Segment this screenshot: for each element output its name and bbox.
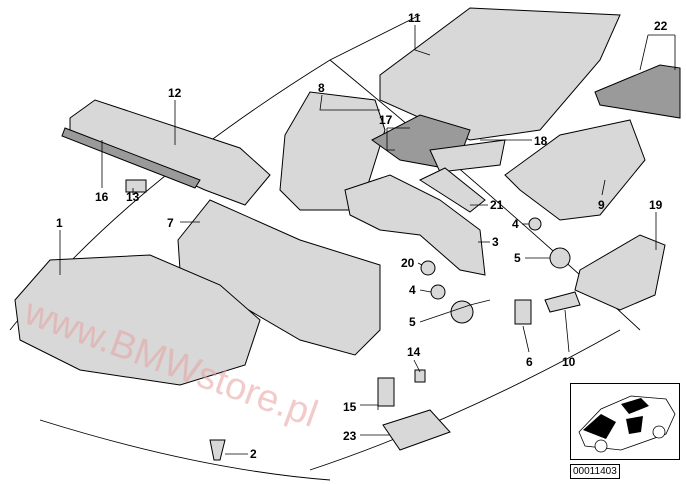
callout-4: 4 <box>512 217 519 231</box>
callout-10: 10 <box>562 355 576 369</box>
part-13-pad <box>125 179 147 193</box>
callout-5: 5 <box>514 251 521 265</box>
callout-23: 23 <box>343 429 357 443</box>
callout-8: 8 <box>318 81 325 95</box>
callout-2: 2 <box>250 447 257 461</box>
callout-7: 7 <box>167 216 174 230</box>
callout-18: 18 <box>534 134 548 148</box>
part-3-bulkhead-insulation <box>344 174 486 276</box>
car-location-inset <box>570 383 680 460</box>
callout-12: 12 <box>168 86 182 100</box>
part-22-strip <box>594 64 681 119</box>
part-20-plug <box>420 260 436 276</box>
callout-13: 13 <box>126 190 140 204</box>
callout-5-lower: 5 <box>409 315 416 329</box>
callout-17: 17 <box>379 113 393 127</box>
callout-4-lower: 4 <box>409 283 416 297</box>
callout-6: 6 <box>526 355 533 369</box>
diagram-code: 00011403 <box>570 464 620 479</box>
callout-20: 20 <box>401 256 415 270</box>
part-5-grommet <box>549 247 571 269</box>
part-23-mat <box>382 409 451 451</box>
callout-3: 3 <box>492 235 499 249</box>
part-14-clip <box>414 369 426 383</box>
callout-1: 1 <box>56 216 63 230</box>
callout-16: 16 <box>95 190 109 204</box>
leader-lines <box>59 25 676 455</box>
part-1-hood-insulation <box>14 254 261 386</box>
part-5-grommet-lower <box>450 300 474 324</box>
callout-labels: 11 22 12 8 17 18 16 13 7 1 21 9 19 4 3 5… <box>56 11 668 461</box>
part-8-door-insulation <box>279 91 386 211</box>
part-21-panel <box>418 167 486 213</box>
part-4-grommet-lower <box>430 284 446 300</box>
callout-14: 14 <box>407 345 421 359</box>
part-19-floor-insulation <box>574 234 666 311</box>
callout-11: 11 <box>408 11 421 25</box>
car-location-icon <box>578 395 676 453</box>
part-9-tunnel-insulation <box>504 119 646 221</box>
callout-15: 15 <box>343 400 357 414</box>
part-15-foam <box>377 377 395 407</box>
part-16-seal <box>61 127 201 189</box>
part-6-block <box>514 299 532 325</box>
callout-9: 9 <box>598 198 605 212</box>
part-2-clip <box>209 439 226 461</box>
callout-19: 19 <box>649 198 663 212</box>
part-18-panel <box>429 139 506 173</box>
part-11-roof-insulation <box>379 7 621 141</box>
part-10-bracket <box>544 291 581 313</box>
part-4-grommet <box>528 217 542 231</box>
callout-22: 22 <box>654 19 668 33</box>
car-body-outline <box>9 14 641 481</box>
callout-21: 21 <box>490 198 504 212</box>
